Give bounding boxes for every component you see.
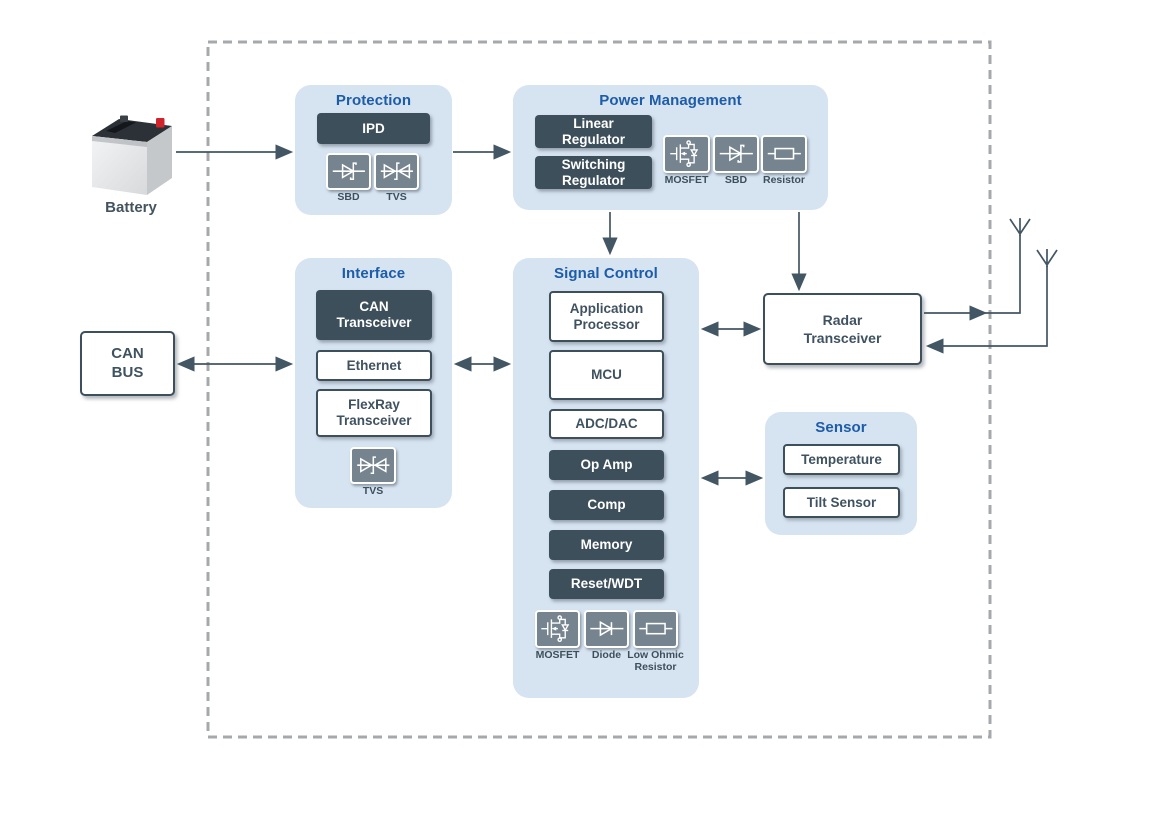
tx-antenna-icon: [1009, 218, 1031, 236]
mosfet-icon: [535, 610, 580, 648]
signal-control-title: Signal Control: [554, 265, 658, 282]
battery-label: Battery: [105, 199, 157, 216]
tvs-icon: [350, 447, 396, 484]
mcu-box: MCU: [549, 350, 664, 400]
low-ohmic-resistor-icon-label: Low Ohmic Resistor: [627, 649, 684, 673]
interface-title: Interface: [341, 265, 406, 282]
tilt-sensor-box: Tilt Sensor: [783, 487, 900, 518]
memory-box: Memory: [549, 530, 664, 560]
battery-icon: [92, 115, 172, 195]
op-amp-box: Op Amp: [549, 450, 664, 480]
sensor-title: Sensor: [815, 419, 867, 436]
flexray-transceiver-box: FlexRay Transceiver: [316, 389, 432, 437]
sbd-icon: [326, 153, 371, 190]
application-processor-box: Application Processor: [549, 291, 664, 342]
diode-icon: [584, 610, 629, 648]
resistor-icon: [761, 135, 807, 173]
battery-image: [86, 106, 178, 198]
interface-panel: Interface CAN Transceiver Ethernet FlexR…: [295, 258, 452, 508]
temperature-box: Temperature: [783, 444, 900, 475]
can-transceiver-box: CAN Transceiver: [316, 290, 432, 340]
ethernet-box: Ethernet: [316, 350, 432, 381]
mosfet-icon: [663, 135, 710, 173]
power-management-panel: Power Management Linear Regulator Switch…: [513, 85, 828, 210]
ipd-box: IPD: [317, 113, 430, 144]
power-management-title: Power Management: [599, 92, 742, 109]
reset-wdt-box: Reset/WDT: [549, 569, 664, 599]
sbd-icon: [713, 135, 759, 173]
sensor-panel: Sensor Temperature Tilt Sensor: [765, 412, 917, 535]
linear-regulator-box: Linear Regulator: [535, 115, 652, 148]
adc-dac-box: ADC/DAC: [549, 409, 664, 439]
tvs-icon-label: TVS: [386, 191, 407, 203]
low-ohmic-resistor-icon: [633, 610, 678, 648]
rx-antenna-icon: [1036, 249, 1058, 267]
protection-panel: Protection IPD SBD TVS: [295, 85, 452, 215]
comp-box: Comp: [549, 490, 664, 520]
tvs-icon-label: TVS: [362, 485, 384, 497]
tvs-icon: [374, 153, 419, 190]
protection-title: Protection: [335, 92, 412, 109]
switching-regulator-box: Switching Regulator: [535, 156, 652, 189]
resistor-icon-label: Resistor: [762, 174, 805, 186]
can-bus-node: CAN BUS: [80, 331, 175, 396]
signal-control-panel: Signal Control Application Processor MCU…: [513, 258, 699, 698]
radar-transceiver-node: Radar Transceiver: [763, 293, 922, 365]
